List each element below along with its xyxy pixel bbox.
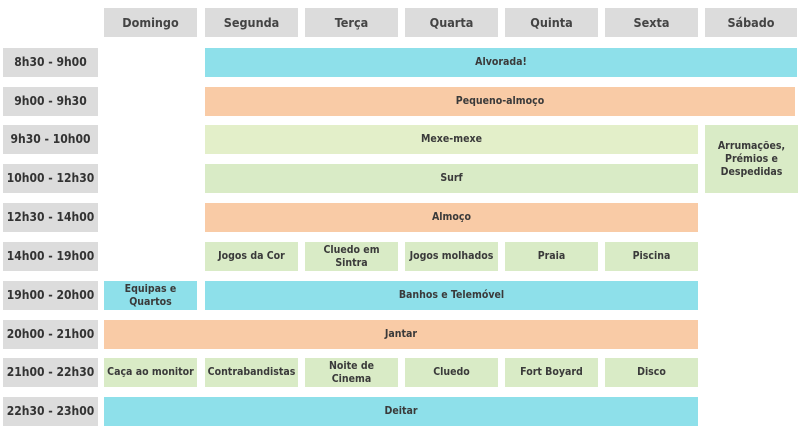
event-deitar: Deitar [104,397,698,426]
event-praia: Praia [505,242,598,271]
event-equipas-e-quartos: Equipas e Quartos [104,281,197,310]
event-mexe-mexe: Mexe-mexe [205,125,698,154]
event-alvorada: Alvorada! [205,48,797,77]
event-almoço: Almoço [205,203,698,232]
time-slot-label: 20h00 - 21h00 [3,320,98,349]
time-slot-label: 9h00 - 9h30 [3,87,98,116]
time-slot-label: 21h00 - 22h30 [3,358,98,387]
day-header-segunda: Segunda [205,8,298,37]
event-surf: Surf [205,164,698,193]
time-slot-label: 14h00 - 19h00 [3,242,98,271]
day-header-terça: Terça [305,8,398,37]
event-banhos-e-telemóvel: Banhos e Telemóvel [205,281,698,310]
event-arrumações-prémios-e-despedidas: Arrumações, Prémios e Despedidas [705,125,798,193]
event-caça-ao-monitor: Caça ao monitor [104,358,197,387]
event-contrabandistas: Contrabandistas [205,358,298,387]
time-slot-label: 22h30 - 23h00 [3,397,98,426]
day-header-sábado: Sábado [705,8,797,37]
event-disco: Disco [605,358,698,387]
time-slot-label: 10h00 - 12h30 [3,164,98,193]
event-piscina: Piscina [605,242,698,271]
day-header-quarta: Quarta [405,8,498,37]
time-slot-label: 8h30 - 9h00 [3,48,98,77]
event-jogos-da-cor: Jogos da Cor [205,242,298,271]
day-header-quinta: Quinta [505,8,598,37]
day-header-sexta: Sexta [605,8,698,37]
time-slot-label: 12h30 - 14h00 [3,203,98,232]
time-slot-label: 19h00 - 20h00 [3,281,98,310]
event-jogos-molhados: Jogos molhados [405,242,498,271]
event-jantar: Jantar [104,320,698,349]
event-cluedo-em-sintra: Cluedo em Sintra [305,242,398,271]
event-fort-boyard: Fort Boyard [505,358,598,387]
event-cluedo: Cluedo [405,358,498,387]
day-header-domingo: Domingo [104,8,197,37]
time-slot-label: 9h30 - 10h00 [3,125,98,154]
event-pequeno-almoço: Pequeno-almoço [205,87,795,116]
event-noite-de-cinema: Noite de Cinema [305,358,398,387]
